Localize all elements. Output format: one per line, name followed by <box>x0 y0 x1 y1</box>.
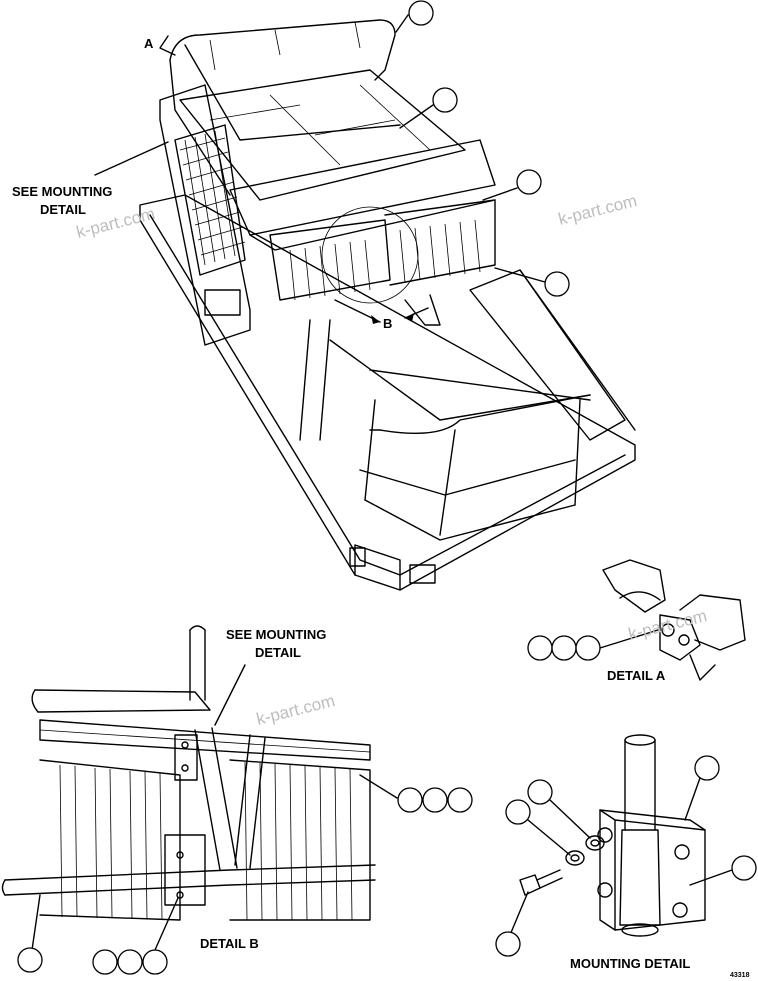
main-isometric-view: A B SEE MOUNTING DETAIL <box>12 0 636 591</box>
watermark-text: k-part.com <box>556 191 639 229</box>
callout-circle <box>92 949 118 975</box>
callout-circle <box>397 787 423 813</box>
see-mounting-detail-b-line2: DETAIL <box>255 645 301 660</box>
callout-circle <box>575 635 601 661</box>
detail-a-view: DETAIL A <box>527 559 746 683</box>
callout-circle <box>495 931 521 957</box>
watermark-text: k-part.com <box>626 606 709 644</box>
mounting-detail-view: MOUNTING DETAIL 43318 <box>495 734 757 979</box>
detail-b-callout-circle <box>321 206 419 304</box>
callout-circle <box>422 787 448 813</box>
view-a-label: A <box>144 36 154 51</box>
callout-circle <box>505 799 531 825</box>
callout-circle <box>142 949 168 975</box>
see-mounting-detail-b-line1: SEE MOUNTING <box>226 627 326 642</box>
callout-circle <box>447 787 473 813</box>
callout-circle <box>527 635 553 661</box>
detail-a-title: DETAIL A <box>607 668 666 683</box>
callout-circle <box>544 271 570 297</box>
callout-circle <box>17 947 43 973</box>
detail-b-title: DETAIL B <box>200 936 259 951</box>
detail-b-view: SEE MOUNTING DETAIL DETAIL B <box>1 625 473 975</box>
see-mounting-detail-label-line1: SEE MOUNTING <box>12 184 112 199</box>
watermark-layer: k-part.com k-part.com k-part.com k-part.… <box>74 191 709 729</box>
see-mounting-detail-label-line2: DETAIL <box>40 202 86 217</box>
callout-circle <box>516 169 542 195</box>
drawing-number: 43318 <box>730 972 750 979</box>
callout-circle <box>432 87 458 113</box>
callout-circle <box>527 779 553 805</box>
callout-circle <box>694 755 720 781</box>
watermark-text: k-part.com <box>74 204 157 242</box>
mounting-detail-title: MOUNTING DETAIL <box>570 956 690 971</box>
callout-circle <box>731 855 757 881</box>
view-b-label: B <box>383 316 392 331</box>
watermark-text: k-part.com <box>254 691 337 729</box>
callout-circle <box>551 635 577 661</box>
callout-circle <box>117 949 143 975</box>
callout-circle <box>408 0 434 26</box>
